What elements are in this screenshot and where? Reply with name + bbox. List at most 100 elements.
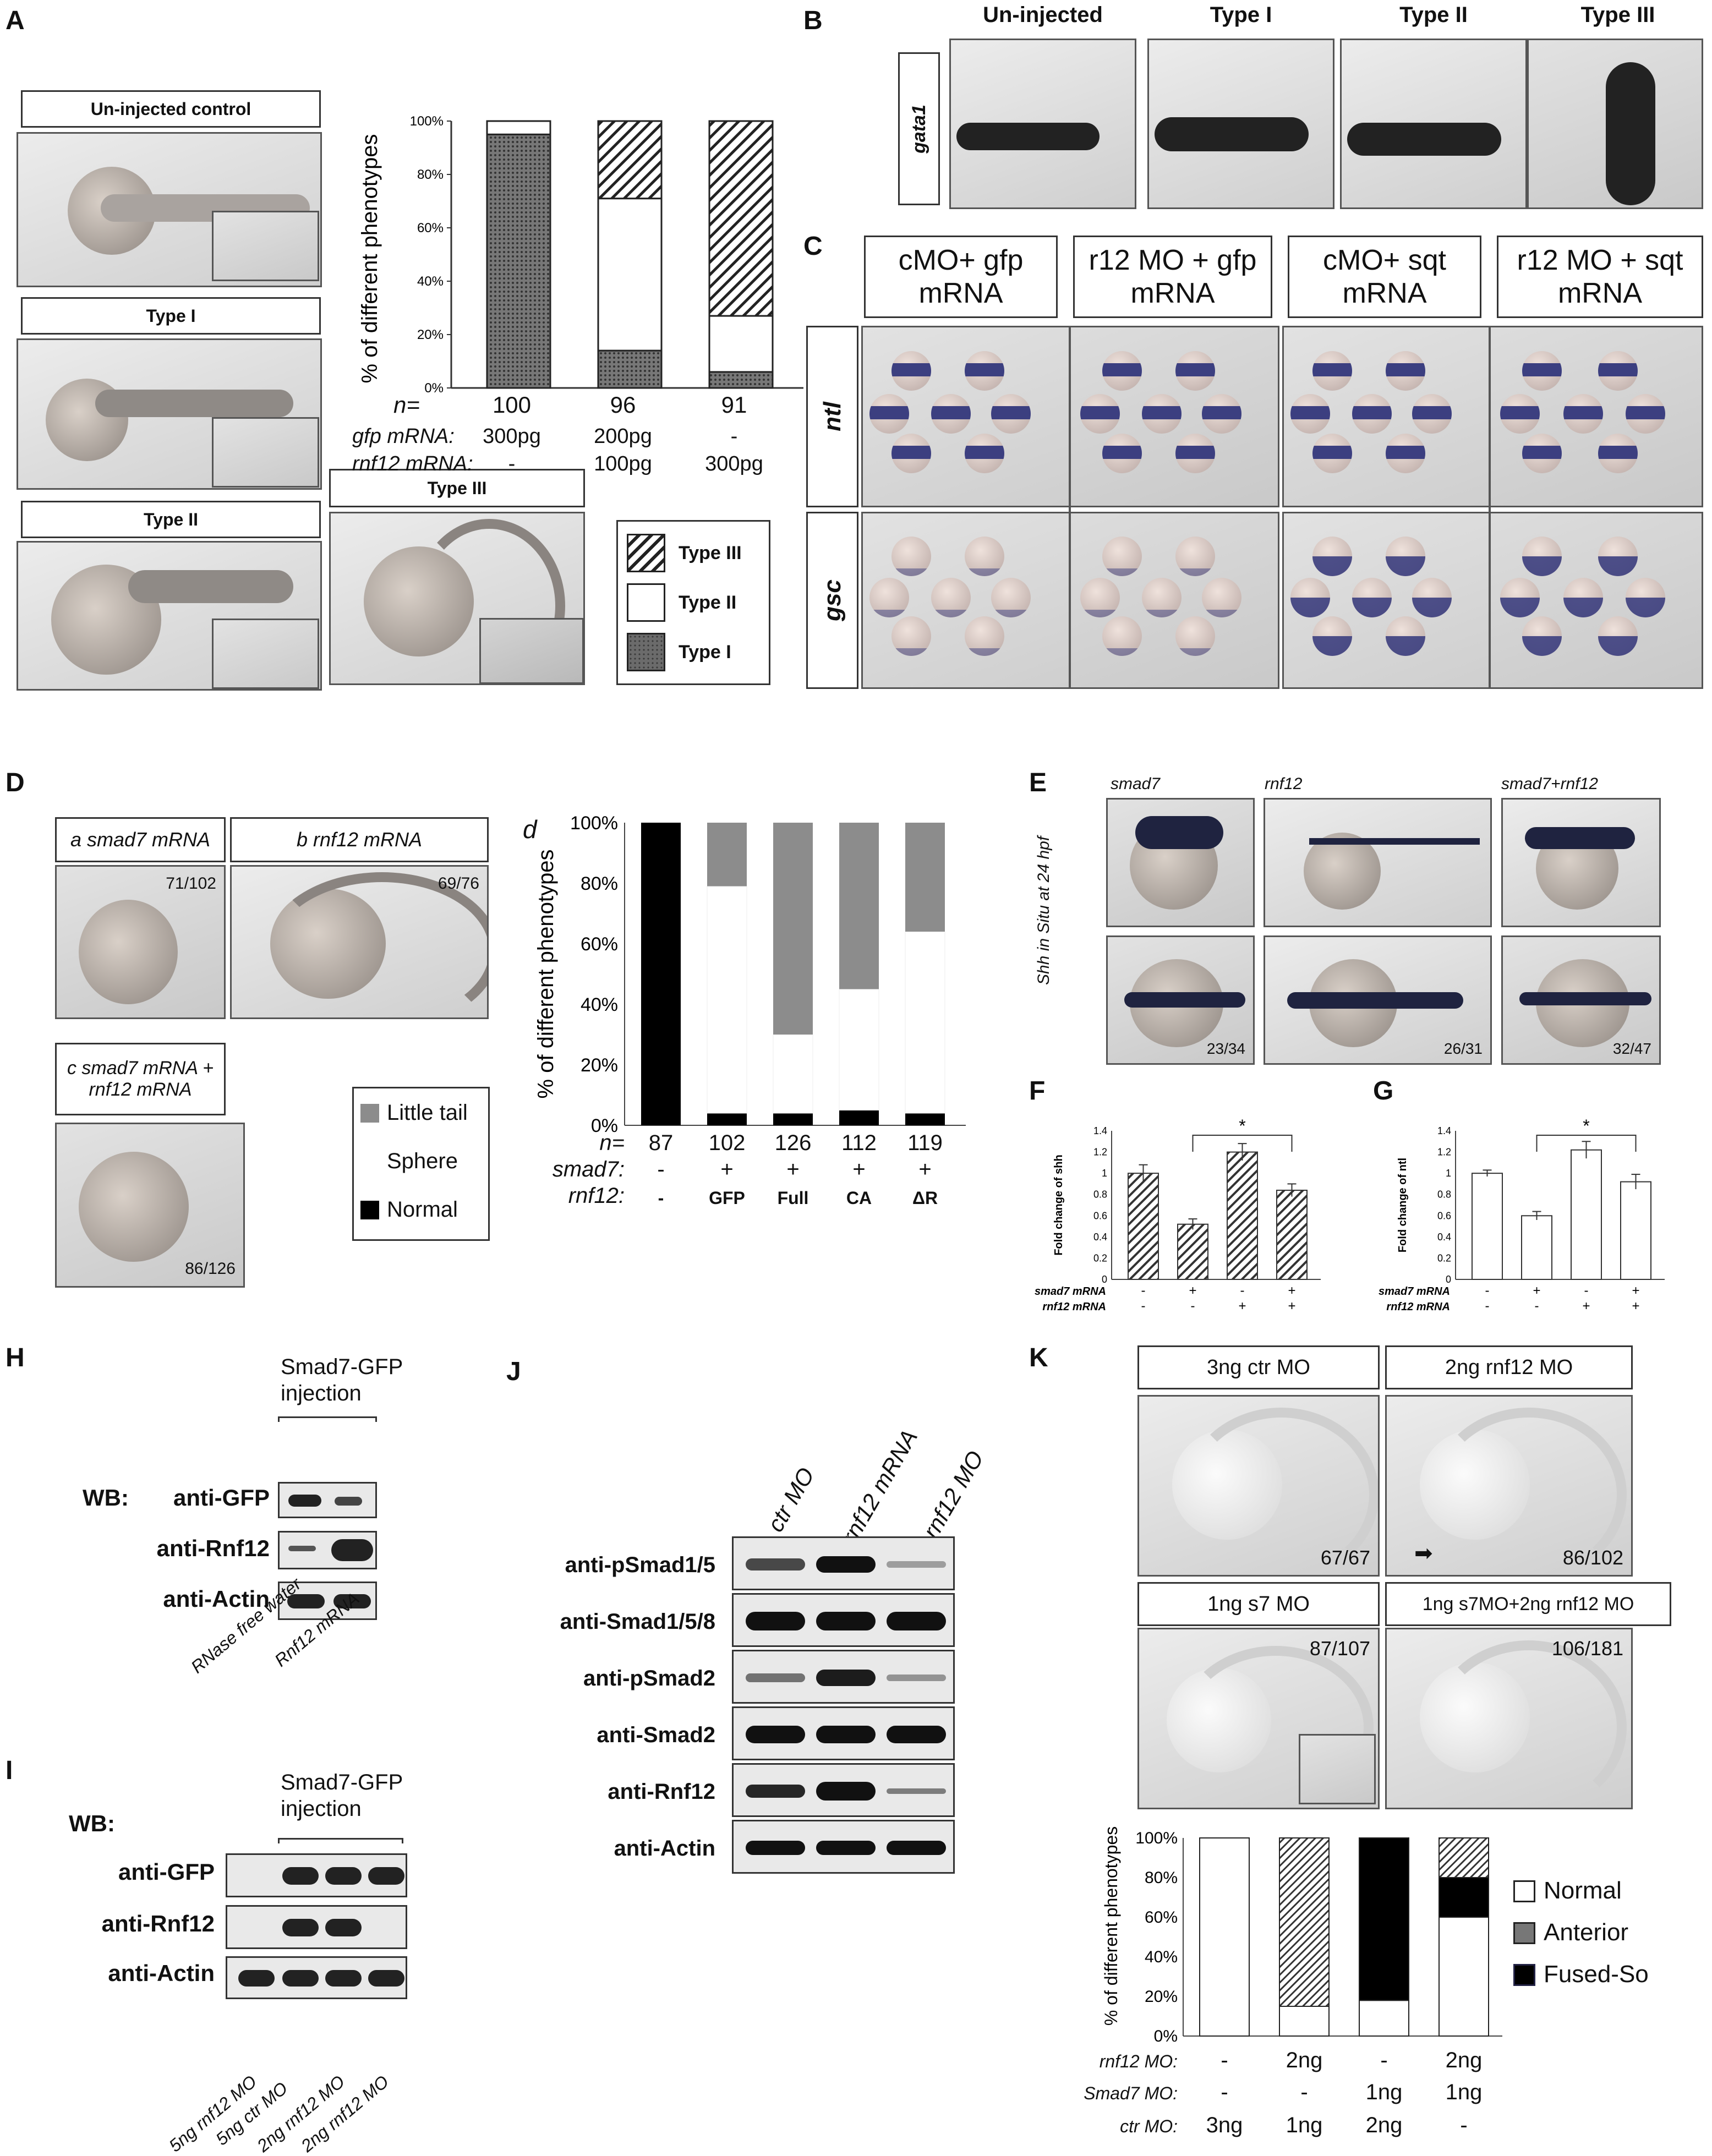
panel-k-image-3: 87/107 bbox=[1137, 1628, 1380, 1809]
panel-k-image-4: 106/181 bbox=[1385, 1628, 1633, 1809]
panel-c-embryo bbox=[1522, 434, 1562, 474]
panel-a-image-type3 bbox=[329, 512, 585, 685]
panel-c-embryo-stain bbox=[1598, 636, 1638, 656]
panel-g-significance-bracket bbox=[1536, 1135, 1637, 1152]
panel-c-embryo bbox=[964, 434, 1004, 474]
panel-k-bar-fused-so bbox=[1359, 1837, 1409, 2001]
panel-k-bar-normal bbox=[1438, 1917, 1489, 2037]
panel-c-embryo-stain bbox=[1142, 406, 1182, 419]
panel-k-ytick-label: 20% bbox=[1145, 1988, 1178, 2006]
panel-c-embryo-stain bbox=[964, 363, 1004, 377]
panel-g-ytick-label: 0.6 bbox=[1437, 1210, 1451, 1221]
panel-k-rnf12-value: - bbox=[1221, 2048, 1228, 2072]
panel-c-embryo-stain bbox=[1598, 363, 1638, 377]
panel-h-blot-rnf12 bbox=[278, 1531, 377, 1569]
panel-f-ytick-label: 0.6 bbox=[1093, 1210, 1107, 1221]
panel-d-chart: 0%20%40%60%80%100% % of different phenot… bbox=[534, 813, 966, 1136]
panel-c-embryo bbox=[1522, 537, 1562, 576]
panel-d-count-c: 86/126 bbox=[185, 1260, 236, 1278]
panel-a-n-1: 100 bbox=[492, 392, 532, 418]
panel-c-embryo bbox=[1312, 434, 1352, 474]
panel-g-rnf12-value: - bbox=[1535, 1299, 1539, 1314]
panel-e-image-1a bbox=[1106, 798, 1255, 927]
panel-a-label-type1: Type I bbox=[21, 297, 321, 335]
panel-a-label-type2: Type II bbox=[21, 501, 321, 538]
panel-c-embryo bbox=[1626, 393, 1666, 434]
panel-k-smad7-value: - bbox=[1300, 2080, 1308, 2104]
legend-label-k-anterior: Anterior bbox=[1544, 1919, 1629, 1946]
panel-k-ctr-value: 3ng bbox=[1206, 2113, 1243, 2137]
panel-d-bar-normal bbox=[905, 1113, 945, 1125]
panel-c-embryo-stain bbox=[964, 568, 1004, 576]
panel-d-label-c: c smad7 mRNA + rnf12 mRNA bbox=[55, 1043, 226, 1115]
panel-c-embryo-stain bbox=[1598, 556, 1638, 576]
panel-g-letter: G bbox=[1373, 1076, 1394, 1106]
panel-h-row-2: anti-Rnf12 bbox=[156, 1535, 270, 1561]
legend-label-type2: Type II bbox=[679, 592, 737, 613]
panel-b-image-2 bbox=[1147, 39, 1334, 209]
panel-a-rnf-2: 100pg bbox=[594, 452, 652, 475]
panel-a-bar-type-iii bbox=[708, 120, 774, 317]
panel-c-embryo bbox=[1175, 537, 1215, 576]
panel-c-embryo bbox=[1352, 393, 1392, 434]
panel-k-smad7-value: - bbox=[1221, 2080, 1228, 2104]
panel-c-embryo-stain bbox=[1626, 406, 1666, 419]
panel-h-blot-actin bbox=[278, 1582, 377, 1620]
panel-a-bar-type-i bbox=[597, 349, 663, 389]
panel-e-header-2: rnf12 bbox=[1265, 775, 1303, 793]
panel-f-significance-bracket bbox=[1192, 1135, 1293, 1152]
panel-c-embryo bbox=[1175, 434, 1215, 474]
panel-a-bar-type-ii bbox=[486, 120, 551, 135]
panel-a-gfp-2: 200pg bbox=[594, 425, 652, 448]
panel-c-embryo-stain bbox=[1102, 363, 1142, 377]
panel-d-rnf12-value: ΔR bbox=[912, 1188, 938, 1208]
panel-j-band bbox=[887, 1726, 946, 1743]
panel-d-ytick-label: 100% bbox=[570, 813, 618, 834]
panel-c-embryo-stain bbox=[869, 610, 910, 617]
panel-j-band bbox=[887, 1675, 946, 1681]
panel-c-embryo bbox=[1385, 351, 1425, 391]
panel-g-ytick-label: 1.4 bbox=[1437, 1125, 1451, 1136]
legend-swatch-k-normal bbox=[1513, 1880, 1535, 1902]
panel-e-header-3: smad7+rnf12 bbox=[1501, 775, 1598, 793]
panel-e-image-3a bbox=[1501, 798, 1661, 927]
panel-c-embryo bbox=[1102, 351, 1142, 391]
panel-c-embryo bbox=[1080, 393, 1120, 434]
panel-f-smad7-value: - bbox=[1240, 1283, 1245, 1298]
panel-f-ytick-label: 1 bbox=[1102, 1168, 1107, 1179]
legend-label-little-tail: Little tail bbox=[387, 1101, 468, 1125]
panel-k-ytick-label: 80% bbox=[1145, 1869, 1178, 1887]
panel-c-embryo-stain bbox=[1563, 598, 1604, 617]
panel-k-rnf12-label: rnf12 MO: bbox=[1099, 2051, 1178, 2071]
panel-g-bar bbox=[1571, 1149, 1602, 1281]
panel-c-embryo bbox=[1202, 393, 1242, 434]
panel-k-ylabel: % of different phenotypes bbox=[1101, 1826, 1121, 2026]
panel-c-embryo bbox=[964, 537, 1004, 576]
panel-c-embryo bbox=[964, 616, 1004, 656]
panel-g-smad7-value: + bbox=[1533, 1283, 1540, 1298]
panel-a-ylabel: % of different phenotypes bbox=[358, 134, 382, 384]
panel-c-embryo-stain bbox=[1102, 446, 1142, 459]
panel-c-embryo bbox=[1352, 578, 1392, 617]
panel-a-letter: A bbox=[6, 6, 25, 35]
panel-b-image-1 bbox=[949, 39, 1136, 209]
panel-e-letter: E bbox=[1029, 768, 1047, 797]
panel-f-bar bbox=[1177, 1223, 1208, 1280]
panel-a-ytick-label: 40% bbox=[417, 274, 444, 289]
panel-k-ctr-value: 2ng bbox=[1365, 2113, 1403, 2137]
panel-c-embryo-stain bbox=[1385, 556, 1425, 576]
panel-c-embryo bbox=[991, 393, 1031, 434]
panel-j-band bbox=[887, 1561, 946, 1568]
panel-h-letter: H bbox=[6, 1343, 25, 1372]
panel-e-count-2: 26/31 bbox=[1443, 1040, 1483, 1057]
panel-g-ytick-label: 1.2 bbox=[1437, 1147, 1451, 1158]
panel-c-embryo-stain bbox=[869, 406, 910, 419]
panel-g-ylabel: Fold change of ntl bbox=[1397, 1158, 1409, 1252]
panel-d-smad7-value: + bbox=[720, 1157, 734, 1181]
panel-d-image-b: 69/76 bbox=[230, 865, 489, 1019]
panel-j-band bbox=[746, 1726, 805, 1743]
panel-e-image-2a bbox=[1264, 798, 1492, 927]
panel-b-header-2: Type I bbox=[1210, 3, 1272, 27]
panel-c-embryo bbox=[1563, 578, 1604, 617]
